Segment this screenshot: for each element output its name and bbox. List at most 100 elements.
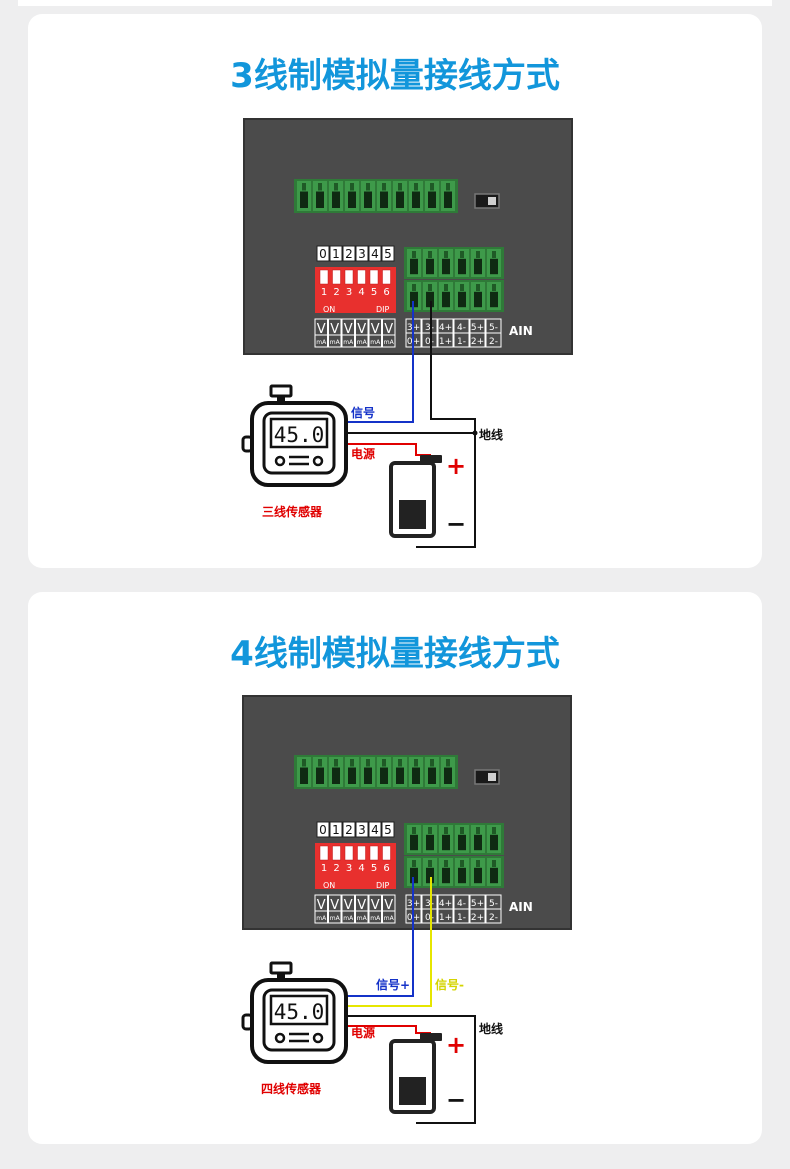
dip-switch-number: 6 — [383, 287, 389, 298]
terminal-bottom-label: 1- — [457, 913, 466, 923]
dip-switch-number: 5 — [371, 863, 377, 874]
current-label: mA — [384, 915, 395, 922]
terminal-top-label: 4- — [457, 899, 466, 909]
ground-wire — [346, 1015, 476, 1124]
dip-lever — [369, 269, 379, 285]
current-label: mA — [370, 339, 381, 346]
voltage-label: V — [371, 898, 380, 913]
voltage-label: V — [357, 322, 366, 337]
dip-lever — [344, 845, 354, 861]
current-label: mA — [384, 339, 395, 346]
terminal-bottom-label: 2- — [489, 913, 498, 923]
terminal-bottom-label: 1+ — [439, 913, 452, 923]
top-strip — [18, 0, 772, 6]
voltage-label: V — [344, 322, 353, 337]
terminal-top-label: 5+ — [471, 323, 484, 333]
dip-number: 3 — [358, 247, 366, 261]
dip-number: 1 — [332, 823, 340, 837]
ground-label: 地线 — [479, 1021, 503, 1036]
ground-wire — [416, 301, 476, 548]
dip-lever — [319, 269, 329, 285]
dip-switch-number: 1 — [321, 287, 327, 298]
voltage-label: V — [317, 898, 326, 913]
current-label: mA — [330, 339, 341, 346]
terminal-bottom-label: 2+ — [471, 913, 484, 923]
dip-switch-number: 4 — [358, 287, 364, 298]
dip-lever — [319, 845, 329, 861]
sensor-icon: 45.0 — [241, 961, 348, 1064]
terminal-top-label: 3- — [425, 899, 434, 909]
terminal-top-label: 4+ — [439, 899, 452, 909]
current-label: mA — [370, 915, 381, 922]
battery-minus: − — [446, 1086, 466, 1114]
current-label: mA — [316, 339, 327, 346]
terminal-top-label: 4+ — [439, 323, 452, 333]
dip-on-label: ON — [323, 881, 335, 890]
dip-number: 4 — [371, 823, 379, 837]
dip-number: 2 — [345, 247, 353, 261]
wiring — [346, 877, 476, 1124]
ain-terminal-top — [404, 823, 504, 855]
dip-lever — [332, 269, 341, 285]
voltage-label: V — [344, 898, 353, 913]
terminal-top-label: 5- — [489, 323, 498, 333]
terminal-top-label: 5- — [489, 899, 498, 909]
battery-icon: + − — [389, 452, 466, 538]
dip-switch-number: 3 — [346, 287, 352, 298]
signal-label: 信号 — [351, 405, 375, 420]
voltage-label: V — [317, 322, 326, 337]
signal-plus-wire — [346, 877, 414, 997]
terminal-top-label: 4- — [457, 323, 466, 333]
battery-plus: + — [446, 1031, 466, 1059]
dip-on-label: ON — [323, 305, 335, 314]
ain-label: AIN — [509, 900, 533, 914]
dip-lever — [357, 845, 366, 861]
ain-terminal-bottom — [404, 280, 504, 312]
ain-terminal-top — [404, 247, 504, 279]
power-label: 电源 — [351, 446, 375, 461]
dip-number: 5 — [384, 823, 392, 837]
dip-label: DIP — [376, 881, 390, 890]
ground-label: 地线 — [479, 427, 503, 442]
voltage-label: V — [384, 322, 393, 337]
dip-switch-number: 2 — [333, 287, 339, 298]
terminal-top-label: 3- — [425, 323, 434, 333]
current-label: mA — [316, 915, 327, 922]
power-label: 电源 — [351, 1025, 375, 1040]
voltage-label: V — [357, 898, 366, 913]
sensor-display: 45.0 — [274, 1000, 325, 1024]
dip-lever — [357, 269, 366, 285]
sensor-icon: 45.0 — [241, 384, 348, 487]
dip-number: 5 — [384, 247, 392, 261]
three-wire-title: 3线制模拟量接线方式 — [230, 56, 560, 96]
battery-plus: + — [446, 452, 466, 480]
dip-lever — [344, 269, 354, 285]
battery-minus: − — [446, 510, 466, 538]
dip-number: 1 — [332, 247, 340, 261]
dip-switch-number: 2 — [333, 863, 339, 874]
signal-minus-label: 信号- — [435, 977, 464, 992]
dip-label: DIP — [376, 305, 390, 314]
dip-number: 4 — [371, 247, 379, 261]
dip-switch-number: 5 — [371, 287, 377, 298]
dip-number: 2 — [345, 823, 353, 837]
dip-switch-number: 4 — [358, 863, 364, 874]
dip-number: 0 — [319, 823, 327, 837]
terminal-top-label: 5+ — [471, 899, 484, 909]
dip-lever — [332, 845, 341, 861]
current-label: mA — [357, 915, 368, 922]
voltage-label: V — [384, 898, 393, 913]
terminal-bottom-label: 2- — [489, 337, 498, 347]
voltage-label: V — [371, 322, 380, 337]
dip-lever — [369, 845, 379, 861]
slide-switch — [474, 769, 500, 785]
